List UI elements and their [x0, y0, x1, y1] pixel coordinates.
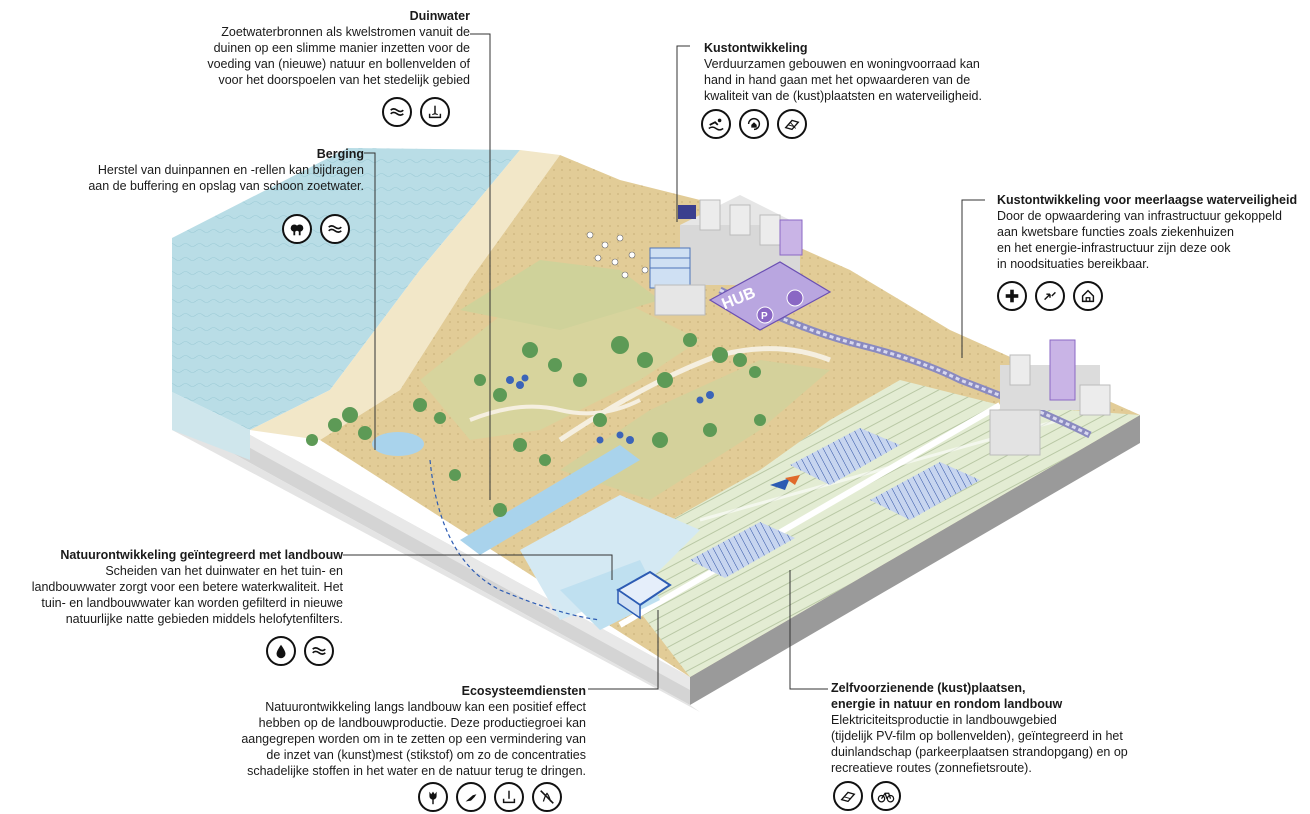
- dune-valley-2: [460, 260, 660, 330]
- canal: [460, 445, 640, 555]
- water-level-icon: [494, 782, 524, 812]
- medical-cross-icon: [997, 281, 1027, 311]
- water-waves-icon: [304, 636, 334, 666]
- solar-panel-icon: [777, 109, 807, 139]
- forest-icon: [282, 214, 312, 244]
- annotation-ecosysteem: Ecosysteemdiensten Natuurontwikkeling la…: [196, 683, 586, 779]
- zelfvoorzienende-title: Zelfvoorzienende (kust)plaatsen, energie…: [831, 681, 1063, 711]
- solar-panel-icon: [833, 781, 863, 811]
- water-level-icon: [420, 97, 450, 127]
- leader-lines: [343, 33, 985, 690]
- ecosysteem-icons: [418, 782, 562, 812]
- base-top-rim: [172, 420, 700, 712]
- water-waves-icon: [320, 214, 350, 244]
- right-village: [989, 339, 1111, 456]
- svg-text:P: P: [761, 311, 768, 322]
- bicycle-icon: [871, 781, 901, 811]
- house-outline-icon: [1073, 281, 1103, 311]
- annotation-natuurontwikkeling: Natuurontwikkeling geïntegreerd met land…: [0, 547, 343, 627]
- coastal-village: [649, 195, 803, 316]
- duinwater-icons: [382, 97, 450, 127]
- berging-body: Herstel van duinpannen en -rellen kan bi…: [88, 163, 364, 193]
- annotation-meerlaagse: Kustontwikkeling voor meerlaagse waterve…: [997, 192, 1309, 272]
- dune-pond: [372, 432, 424, 456]
- greenhouses: [690, 428, 980, 578]
- beach-umbrellas: [586, 231, 649, 279]
- natuurontwikkeling-icons: [266, 636, 334, 666]
- sea-edge-cliff: [172, 392, 250, 460]
- berging-title: Berging: [316, 147, 364, 161]
- natuurontwikkeling-body: Scheiden van het duinwater en het tuin- …: [31, 564, 343, 626]
- tulip-icon: [418, 782, 448, 812]
- base-front-side: [690, 415, 1140, 705]
- annotation-duinwater: Duinwater Zoetwaterbronnen als kwelstrom…: [140, 8, 470, 88]
- ecosysteem-body: Natuurontwikkeling langs landbouw kan ee…: [241, 700, 586, 778]
- meerlaagse-title: Kustontwikkeling voor meerlaagse waterve…: [997, 193, 1298, 207]
- kustontwikkeling-body: Verduurzamen gebouwen en woningvoorraad …: [704, 57, 982, 103]
- duinwater-body: Zoetwaterbronnen als kwelstromen vanuit …: [207, 25, 470, 87]
- natuurontwikkeling-title: Natuurontwikkeling geïntegreerd met land…: [60, 548, 343, 562]
- farmhouse: [616, 570, 672, 620]
- kustontwikkeling-title: Kustontwikkeling: [704, 41, 808, 55]
- evacuation-arrows-icon: [1035, 281, 1065, 311]
- berging-icons: [282, 214, 350, 244]
- birds: [770, 475, 800, 490]
- water-drop-icon: [266, 636, 296, 666]
- swimmer-icon: [701, 109, 731, 139]
- zelfvoorzienende-body: Elektriciteitsproductie in landbouwgebie…: [831, 713, 1128, 775]
- beach: [250, 150, 560, 440]
- zelfvoorzienende-icons: [833, 781, 901, 811]
- trees: [306, 333, 766, 517]
- annotation-kustontwikkeling: Kustontwikkeling Verduurzamen gebouwen e…: [704, 40, 1034, 104]
- meerlaagse-body: Door de opwaardering van infrastructuur …: [997, 209, 1282, 271]
- duinwater-title: Duinwater: [409, 9, 470, 23]
- meerlaagse-icons: [997, 281, 1103, 311]
- annotation-berging: Berging Herstel van duinpannen en -relle…: [36, 146, 364, 194]
- blue-trees: [506, 374, 714, 444]
- water-waves-icon: [382, 97, 412, 127]
- annotation-zelfvoorzienende: Zelfvoorzienende (kust)plaatsen, energie…: [831, 680, 1171, 776]
- no-fertilizer-icon: [532, 782, 562, 812]
- circular-house-icon: [739, 109, 769, 139]
- water-flow-arrow: [429, 459, 601, 621]
- bird-icon: [456, 782, 486, 812]
- kustontwikkeling-icons: [701, 109, 807, 139]
- ecosysteem-title: Ecosysteemdiensten: [461, 684, 586, 698]
